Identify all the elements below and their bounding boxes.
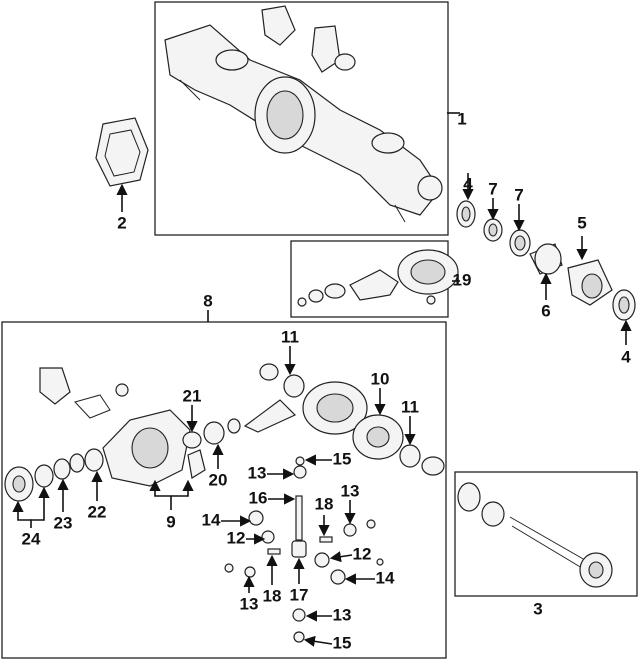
callout-14b: 14: [376, 568, 395, 587]
leader-12b: [329, 551, 353, 563]
axle-shaft-drawing: [457, 482, 613, 588]
leader-9-branch: [171, 479, 194, 497]
callout-11b: 11: [401, 397, 419, 416]
callout-24: 24: [22, 529, 41, 548]
callout-21: 21: [183, 386, 202, 405]
leader-15b: [303, 635, 333, 647]
differential-box: [1, 321, 447, 659]
callout-5: 5: [577, 213, 586, 232]
callout-13d: 13: [333, 605, 352, 624]
callout-4a: 4: [463, 174, 473, 193]
callout-3: 3: [533, 599, 542, 618]
callout-leaders: [12, 112, 632, 647]
callout-13b: 13: [341, 481, 360, 500]
callout-7a: 7: [488, 179, 497, 198]
leader-9: [149, 479, 172, 510]
callout-12a: 12: [227, 528, 246, 547]
callout-22: 22: [88, 502, 107, 521]
axle-shaft-box: [454, 471, 638, 597]
callout-19: 19: [453, 270, 472, 289]
leader-24: [12, 500, 32, 528]
callout-1: 1: [457, 109, 466, 128]
callout-13c: 13: [240, 594, 259, 613]
hub-parts-drawing: [456, 200, 636, 321]
callout-14a: 14: [202, 510, 221, 529]
callout-20: 20: [209, 470, 228, 489]
callout-23: 23: [54, 513, 73, 532]
callout-8: 8: [203, 291, 212, 310]
callout-6: 6: [541, 301, 550, 320]
leader-24-branch: [31, 486, 50, 521]
differential-drawing: [4, 363, 445, 643]
callout-13a: 13: [248, 463, 267, 482]
callout-18a: 18: [315, 494, 334, 513]
gasket-drawing: [95, 117, 149, 187]
callout-18b: 18: [263, 586, 282, 605]
ring-pinion-drawing: [297, 249, 459, 307]
callout-10: 10: [371, 369, 390, 388]
callout-12b: 12: [353, 544, 372, 563]
callout-15b: 15: [333, 633, 352, 652]
callout-11a: 11: [281, 327, 299, 346]
callout-7b: 7: [514, 185, 523, 204]
callout-16: 16: [249, 488, 268, 507]
callout-9: 9: [166, 512, 175, 531]
callout-17: 17: [290, 585, 309, 604]
callout-2: 2: [117, 213, 126, 232]
axle-housing-drawing: [164, 5, 443, 223]
axle-housing-box: [154, 1, 449, 236]
callout-15a: 15: [333, 449, 352, 468]
callout-4b: 4: [621, 347, 631, 366]
